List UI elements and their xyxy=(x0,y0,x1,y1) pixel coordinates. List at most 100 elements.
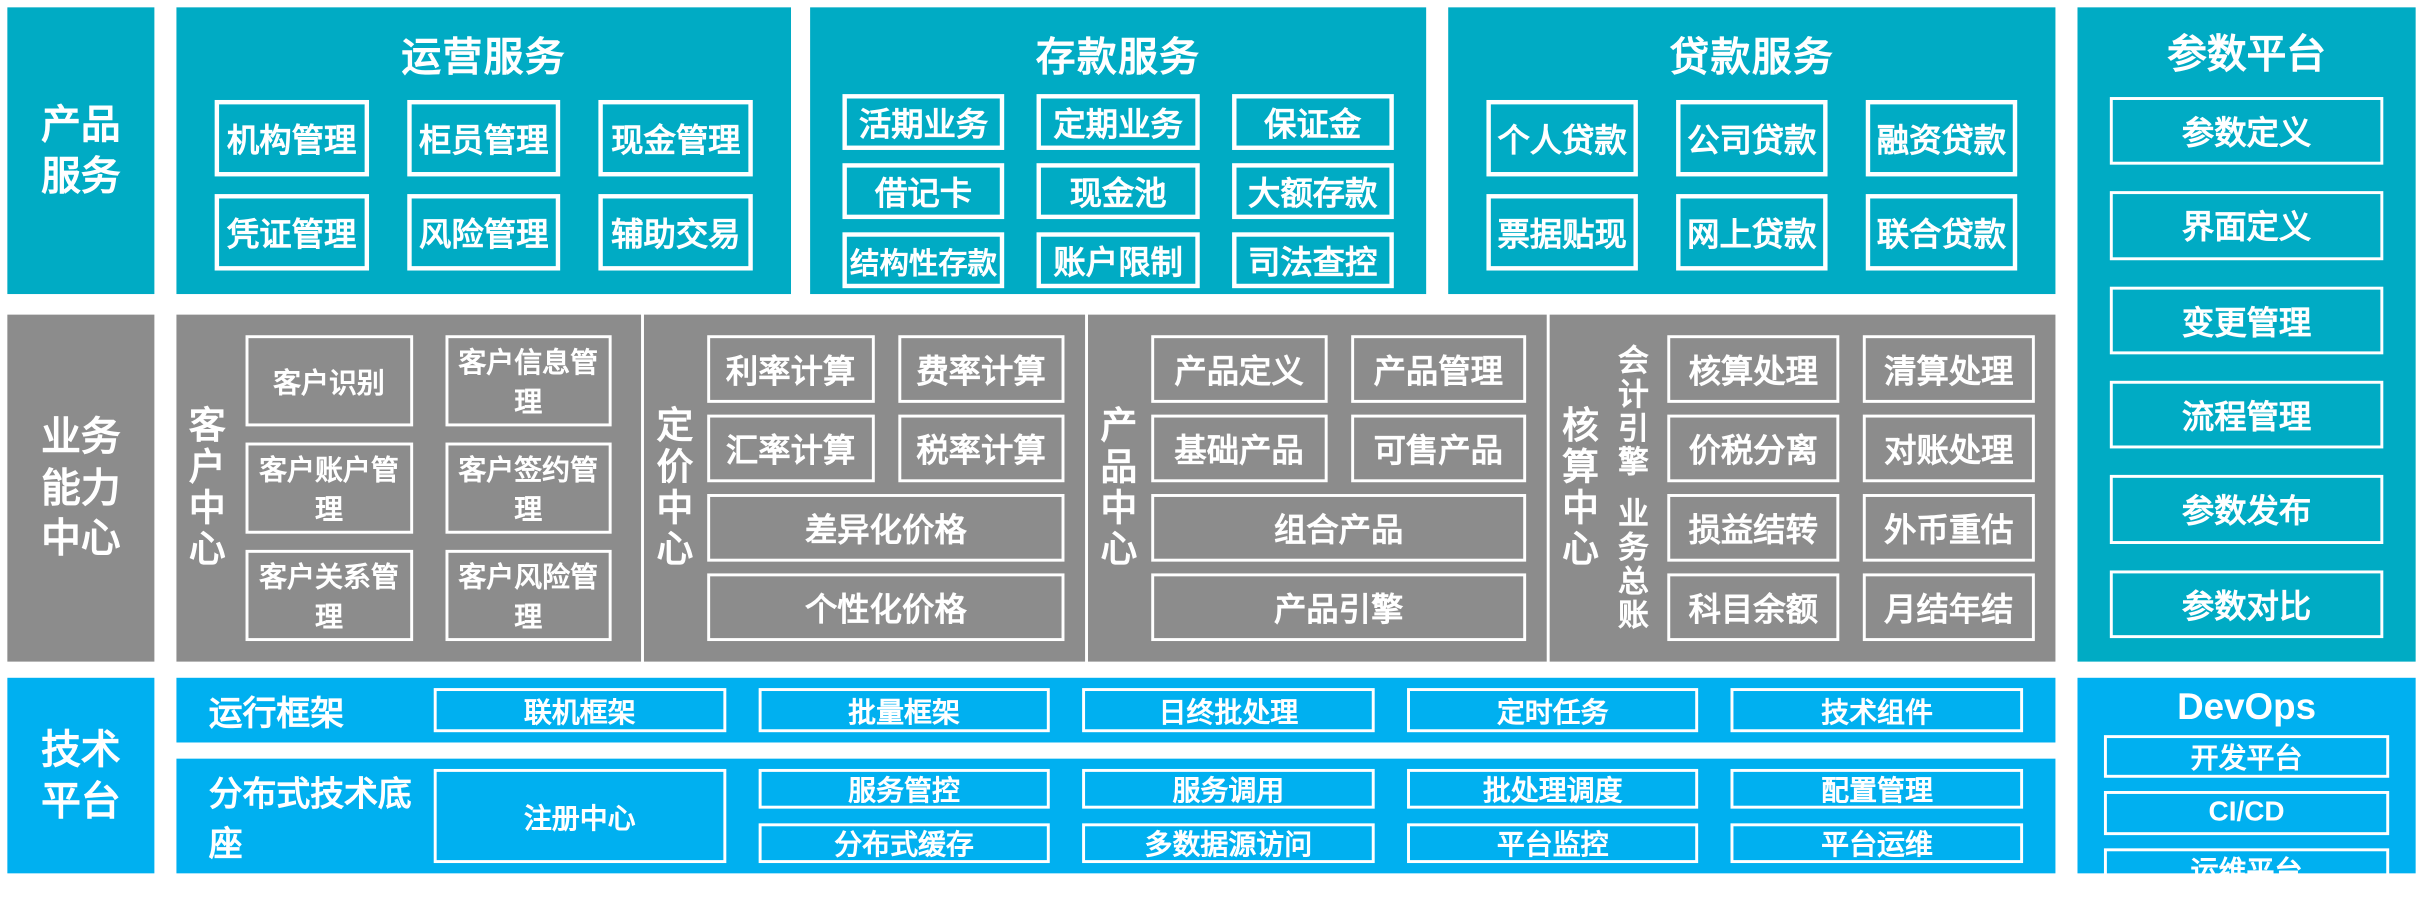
tech-box[interactable]: 定时任务 xyxy=(1406,688,1699,733)
tech-col: 定时任务 xyxy=(1406,688,1699,733)
devops-item[interactable]: 开发平台 xyxy=(2103,735,2390,779)
tech-col: 日终批处理 xyxy=(1082,688,1375,733)
service-box[interactable]: 联合贷款 xyxy=(1865,194,2018,271)
param-item[interactable]: 流程管理 xyxy=(2109,380,2384,449)
tech-box[interactable]: 平台运维 xyxy=(1731,823,2024,864)
distributed-base-cells: 注册中心 服务管控 分布式缓存 服务调用 多数据源访问 批处理调度 平台监控 配… xyxy=(433,768,2056,864)
center-customer: 客户中心 客户识别 客户信息管理 客户账户管理 客户签约管理 客户关系管理 客户… xyxy=(176,314,642,662)
capability-box[interactable]: 可售产品 xyxy=(1350,414,1527,483)
sublabel-accounting-engine: 会计引擎 xyxy=(1614,344,1649,480)
service-box[interactable]: 保证金 xyxy=(1231,94,1394,150)
capability-box[interactable]: 利率计算 xyxy=(707,335,875,403)
capability-box[interactable]: 核算处理 xyxy=(1667,335,1840,403)
capability-box[interactable]: 对账处理 xyxy=(1862,414,2035,483)
capability-box[interactable]: 产品管理 xyxy=(1350,335,1527,403)
param-item[interactable]: 参数发布 xyxy=(2109,475,2384,544)
tech-col: 联机框架 xyxy=(433,688,726,733)
param-item[interactable]: 参数定义 xyxy=(2109,97,2384,166)
service-box[interactable]: 风险管理 xyxy=(406,194,561,271)
tech-box[interactable]: 注册中心 xyxy=(433,768,726,864)
band-label-business-capability: 业务 能力 中心 xyxy=(7,314,155,662)
capability-box[interactable]: 客户账户管理 xyxy=(245,442,413,534)
capability-box[interactable]: 组合产品 xyxy=(1151,494,1527,562)
deposit-service-row: 借记卡 现金池 大额存款 xyxy=(842,163,1394,220)
product-service-label: 产品 服务 xyxy=(41,102,121,198)
band-label-product-service: 产品 服务 xyxy=(7,7,155,295)
capability-box[interactable]: 客户关系管理 xyxy=(245,549,413,642)
service-box[interactable]: 现金池 xyxy=(1037,163,1200,220)
service-box[interactable]: 现金管理 xyxy=(598,99,753,177)
capability-box[interactable]: 客户风险管理 xyxy=(444,549,612,642)
service-box[interactable]: 辅助交易 xyxy=(598,194,753,271)
param-item[interactable]: 界面定义 xyxy=(2109,191,2384,260)
center-row: 客户关系管理 客户风险管理 xyxy=(245,549,612,642)
capability-box[interactable]: 月结年结 xyxy=(1862,573,2035,642)
product-center-cells: 产品定义 产品管理 基础产品 可售产品 组合产品 产品引擎 xyxy=(1142,315,1546,662)
service-box[interactable]: 机构管理 xyxy=(214,99,369,177)
service-box[interactable]: 个人贷款 xyxy=(1486,99,1638,177)
service-box[interactable]: 司法查控 xyxy=(1231,232,1394,289)
service-box[interactable]: 活期业务 xyxy=(842,94,1005,150)
tech-box[interactable]: 服务管控 xyxy=(758,768,1051,809)
capability-box[interactable]: 产品引擎 xyxy=(1151,573,1527,642)
business-capability-label: 业务 能力 中心 xyxy=(41,414,121,561)
service-box[interactable]: 定期业务 xyxy=(1037,94,1200,150)
service-box[interactable]: 凭证管理 xyxy=(214,194,369,271)
capability-box[interactable]: 客户信息管理 xyxy=(444,335,612,427)
group-operation-service: 运营服务 机构管理 柜员管理 现金管理 凭证管理 风险管理 辅助交易 xyxy=(176,7,792,295)
tech-col: 技术组件 xyxy=(1731,688,2024,733)
tech-box[interactable]: 批量框架 xyxy=(758,688,1051,733)
capability-box[interactable]: 汇率计算 xyxy=(707,414,875,483)
loan-service-grid: 个人贷款 公司贷款 融资贷款 票据贴现 网上贷款 联合贷款 xyxy=(1448,88,2055,294)
service-box[interactable]: 大额存款 xyxy=(1231,163,1394,220)
service-box[interactable]: 融资贷款 xyxy=(1865,99,2018,177)
capability-box[interactable]: 个性化价格 xyxy=(707,573,1065,642)
center-row: 组合产品 xyxy=(1151,494,1527,562)
tech-box[interactable]: 技术组件 xyxy=(1731,688,2024,733)
operation-service-grid: 机构管理 柜员管理 现金管理 凭证管理 风险管理 辅助交易 xyxy=(176,88,791,294)
tech-row-distributed-base: 分布式技术底座 注册中心 服务管控 分布式缓存 服务调用 多数据源访问 批处理调… xyxy=(176,758,2056,874)
service-box[interactable]: 公司贷款 xyxy=(1676,99,1828,177)
devops-item[interactable]: 运维平台 xyxy=(2103,847,2390,891)
capability-box[interactable]: 税率计算 xyxy=(897,414,1065,483)
center-row: 产品引擎 xyxy=(1151,573,1527,642)
capability-box[interactable]: 基础产品 xyxy=(1151,414,1327,483)
param-item[interactable]: 变更管理 xyxy=(2109,286,2384,355)
capability-box[interactable]: 外币重估 xyxy=(1862,494,2035,562)
capability-box[interactable]: 客户识别 xyxy=(245,335,413,427)
accounting-center-body: 核算中心 会计引擎 业务总账 核算处理 清算处理 价税分离 对账处理 损益结转 … xyxy=(1550,315,2056,662)
devops-list: 开发平台 CI/CD 运维平台 xyxy=(2077,732,2415,908)
capability-box[interactable]: 客户签约管理 xyxy=(444,442,612,534)
service-box[interactable]: 借记卡 xyxy=(842,163,1005,220)
accounting-sublabels: 会计引擎 业务总账 xyxy=(1604,315,1658,662)
tech-box[interactable]: 日终批处理 xyxy=(1082,688,1375,733)
operation-service-row: 凭证管理 风险管理 辅助交易 xyxy=(214,194,753,271)
capability-box[interactable]: 清算处理 xyxy=(1862,335,2035,403)
capability-box[interactable]: 损益结转 xyxy=(1667,494,1840,562)
tech-box[interactable]: 服务调用 xyxy=(1082,768,1375,809)
service-box[interactable]: 网上贷款 xyxy=(1676,194,1828,271)
capability-box[interactable]: 差异化价格 xyxy=(707,494,1065,562)
center-row: 价税分离 对账处理 xyxy=(1667,414,2035,483)
tech-box[interactable]: 联机框架 xyxy=(433,688,726,733)
service-box[interactable]: 柜员管理 xyxy=(406,99,561,177)
param-item[interactable]: 参数对比 xyxy=(2109,569,2384,639)
side-title-param-platform: 参数平台 xyxy=(2167,32,2326,77)
capability-box[interactable]: 价税分离 xyxy=(1667,414,1840,483)
capability-box[interactable]: 产品定义 xyxy=(1151,335,1327,403)
capability-box[interactable]: 费率计算 xyxy=(897,335,1065,403)
tech-box[interactable]: 分布式缓存 xyxy=(758,823,1051,864)
tech-box[interactable]: 平台监控 xyxy=(1406,823,1699,864)
param-platform-list: 参数定义 界面定义 变更管理 流程管理 参数发布 参数对比 xyxy=(2077,88,2415,661)
tech-col: 配置管理 平台运维 xyxy=(1731,768,2024,864)
service-box[interactable]: 结构性存款 xyxy=(842,232,1005,289)
capability-box[interactable]: 科目余额 xyxy=(1667,573,1840,642)
loan-service-row: 个人贷款 公司贷款 融资贷款 xyxy=(1486,99,2018,177)
service-box[interactable]: 账户限制 xyxy=(1037,232,1200,289)
tech-box[interactable]: 多数据源访问 xyxy=(1082,823,1375,864)
tech-box[interactable]: 配置管理 xyxy=(1731,768,2024,809)
tech-box[interactable]: 批处理调度 xyxy=(1406,768,1699,809)
tech-col: 批量框架 xyxy=(758,688,1051,733)
service-box[interactable]: 票据贴现 xyxy=(1486,194,1638,271)
devops-item[interactable]: CI/CD xyxy=(2103,791,2390,835)
